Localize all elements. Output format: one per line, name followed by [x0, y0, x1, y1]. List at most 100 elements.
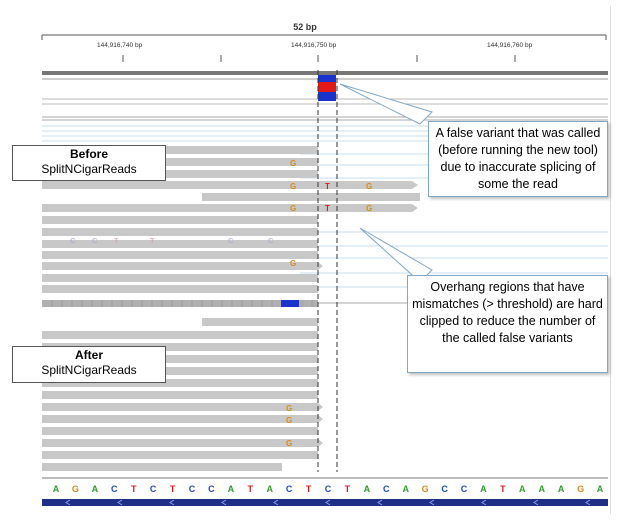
faded-base: C: [92, 236, 98, 245]
faded-base: T: [150, 236, 155, 245]
variant-bar-red: [318, 82, 336, 92]
false-variant-callout: A false variant that was called (before …: [428, 121, 608, 197]
read: [42, 403, 318, 411]
read: [42, 251, 318, 259]
read: [42, 355, 318, 363]
mismatches-faded: C C T T C C: [70, 236, 274, 245]
mismatch-base: G: [290, 259, 296, 268]
sequence-base: A: [364, 484, 371, 494]
ruler-ticks: [122, 55, 516, 62]
sequence-base: A: [92, 484, 99, 494]
read: [42, 427, 318, 435]
strand-arrow: [429, 499, 435, 506]
sequence-base: T: [345, 484, 351, 494]
mismatch-base: G: [286, 416, 292, 425]
faded-base: C: [228, 236, 234, 245]
mismatch-base: G: [290, 204, 296, 213]
insertion-marker: [281, 300, 299, 307]
mismatch-base: G: [290, 159, 296, 168]
variant-bar-blue: [318, 75, 336, 82]
overhang-callout: Overhang regions that have mismatches (>…: [407, 275, 608, 373]
read-arrow: [318, 262, 323, 270]
sequence-base: C: [325, 484, 332, 494]
read: [42, 391, 318, 399]
sequence-base: A: [480, 484, 487, 494]
sequence-base: A: [558, 484, 565, 494]
strand-arrow: [117, 499, 123, 506]
read: [42, 181, 412, 189]
read: [42, 439, 318, 447]
read: [42, 158, 318, 166]
callout-pointer-top: [339, 83, 433, 125]
strand-arrow: [533, 499, 539, 506]
gene-strand-arrows: [65, 499, 591, 506]
read: [42, 451, 318, 459]
read: [42, 285, 318, 293]
read-arrow: [318, 403, 323, 411]
sequence-base: T: [500, 484, 506, 494]
mismatch-base: G: [286, 404, 292, 413]
mismatch-base: G: [286, 439, 292, 448]
read-arrow: [412, 181, 418, 189]
strand-arrow: [65, 499, 71, 506]
ruler-coord-center: 144,916,750 bp: [291, 42, 337, 49]
mismatch-base: T: [325, 204, 330, 213]
sequence-base: A: [266, 484, 273, 494]
read-arrow: [318, 439, 323, 447]
strand-arrow: [585, 499, 591, 506]
strand-arrow: [221, 499, 227, 506]
sequence-base: T: [248, 484, 254, 494]
read: [42, 262, 318, 270]
sequence-base: T: [306, 484, 312, 494]
sequence-base: C: [208, 484, 215, 494]
mismatch-base: G: [366, 182, 372, 191]
read: [42, 204, 412, 212]
mismatch-base: G: [290, 182, 296, 191]
read: [202, 318, 318, 326]
faded-base: T: [114, 236, 119, 245]
sequence-base: C: [111, 484, 118, 494]
read: [202, 193, 420, 201]
sequence-base: C: [383, 484, 390, 494]
callout-pointer-bottom: [359, 227, 433, 283]
strand-arrow: [325, 499, 331, 506]
ruler-width-label: 52 bp: [293, 22, 317, 32]
before-label: Before SplitNCigarReads: [12, 145, 166, 181]
strand-arrow: [377, 499, 383, 506]
read: [42, 343, 318, 351]
strand-arrow: [169, 499, 175, 506]
before-tool: SplitNCigarReads: [41, 162, 137, 176]
before-title: Before: [69, 147, 108, 161]
after-label: After SplitNCigarReads: [12, 346, 166, 383]
sequence-base: G: [72, 484, 79, 494]
sequence-base: A: [228, 484, 235, 494]
faded-base: C: [70, 236, 76, 245]
mismatches-before: G G T G G T G G: [290, 159, 372, 268]
sequence-base: T: [131, 484, 137, 494]
read: [42, 415, 318, 423]
sequence-base: G: [577, 484, 584, 494]
sequence-base: A: [53, 484, 60, 494]
reads-after: [42, 318, 323, 471]
read: [42, 379, 318, 387]
ruler-coord-right: 144,916,760 bp: [487, 42, 533, 49]
ruler-coord-left: 144,916,740 bp: [97, 42, 143, 49]
variant-bar-blue: [318, 92, 336, 101]
read-arrow: [412, 204, 418, 212]
strand-arrow: [481, 499, 487, 506]
read: [42, 240, 318, 248]
read: [42, 216, 318, 224]
read: [42, 367, 318, 375]
split-read: [42, 300, 318, 307]
sequence-base: C: [150, 484, 157, 494]
sequence-base: C: [461, 484, 468, 494]
sequence-base: C: [189, 484, 196, 494]
read: [42, 228, 318, 236]
mismatch-base: G: [366, 204, 372, 213]
sequence-base: A: [402, 484, 409, 494]
sequence-base: C: [441, 484, 448, 494]
gene-track: [42, 499, 608, 506]
read: [42, 274, 318, 282]
